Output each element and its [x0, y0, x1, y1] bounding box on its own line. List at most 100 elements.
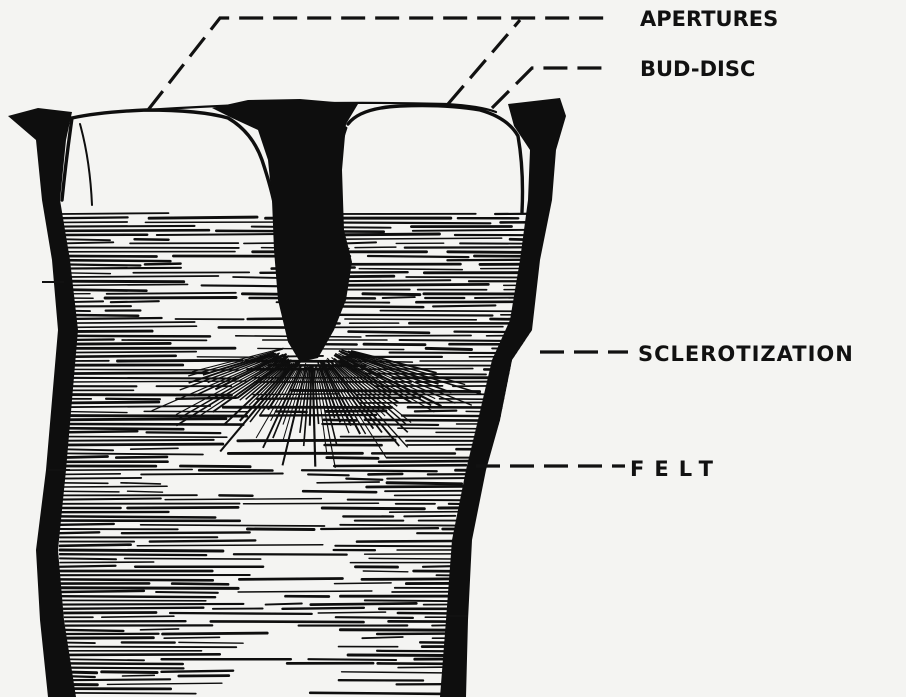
fibre-stroke [534, 437, 688, 438]
fibre-stroke [60, 483, 108, 484]
fibre-stroke [60, 453, 203, 454]
fibre-stroke [244, 503, 379, 504]
fibre-stroke [60, 419, 226, 420]
fibre-stroke [407, 445, 531, 446]
fibre-stroke [60, 276, 218, 277]
label-apertures: APERTURES [640, 7, 778, 31]
fibre-stroke [60, 554, 206, 555]
fibre-stroke [369, 474, 403, 475]
fibre-stroke [60, 444, 223, 445]
fibre-stroke [487, 335, 575, 336]
fibre-stroke [536, 395, 619, 396]
fibre-stroke [448, 252, 586, 253]
fibre-stroke [141, 525, 325, 526]
fibre-stroke [60, 663, 183, 664]
fibre-stroke [379, 461, 524, 462]
fibre-stroke [302, 470, 437, 471]
fibre-stroke [348, 500, 536, 501]
fibre-stroke [365, 554, 518, 555]
fibre-stroke [211, 621, 364, 622]
fibre-stroke [60, 693, 196, 694]
fibre-stroke [60, 217, 128, 218]
fibre-stroke [473, 537, 537, 538]
fibre-stroke [346, 242, 376, 243]
fibre-stroke [60, 604, 243, 605]
fibre-stroke [395, 588, 572, 589]
fibre-stroke [107, 683, 221, 684]
fibre-stroke [165, 499, 321, 500]
fibre-stroke [111, 301, 159, 302]
fibre-stroke [345, 319, 476, 320]
fibre-stroke [335, 583, 392, 584]
fibre-stroke [60, 406, 210, 407]
fibre-stroke [60, 322, 195, 323]
fibre-stroke [60, 402, 159, 403]
fibre-stroke [346, 479, 382, 480]
apertures-leader [148, 18, 608, 110]
fibre-stroke [311, 603, 417, 604]
fibre-stroke [474, 256, 608, 257]
fibre-stroke [363, 571, 408, 572]
fibre-stroke [60, 562, 154, 563]
fibre-stroke [179, 642, 243, 643]
fibre-stroke [60, 596, 215, 597]
fibre-stroke [456, 675, 574, 676]
fibre-stroke [387, 483, 462, 484]
fibre-stroke [531, 331, 691, 332]
fibre-stroke [362, 579, 529, 580]
fibre-stroke [520, 667, 620, 668]
fibre-stroke [141, 629, 179, 630]
fibre-stroke [387, 478, 476, 479]
fibre-stroke [322, 508, 424, 509]
fibre-stroke [378, 663, 566, 664]
fibre-stroke [520, 570, 642, 571]
fibre-stroke [60, 579, 213, 580]
fibre-stroke [355, 247, 396, 248]
fibre-stroke [60, 478, 141, 479]
fibre-stroke [60, 256, 157, 257]
fibre-stroke [123, 675, 155, 676]
fibre-stroke [339, 238, 502, 239]
fibre-stroke [163, 633, 268, 634]
fibre-stroke [122, 532, 250, 533]
fibre-stroke [534, 512, 583, 513]
fibre-stroke [362, 637, 403, 638]
fibre-stroke [60, 260, 170, 261]
right-outer-wall [440, 98, 566, 697]
fibre-stroke [149, 217, 257, 218]
fibre-stroke [150, 540, 256, 541]
fibre-stroke [131, 448, 178, 449]
fibre-stroke [60, 668, 184, 669]
fibre-stroke [317, 482, 379, 483]
fibre-stroke [327, 458, 378, 459]
fibre-stroke [60, 213, 169, 214]
fibre-stroke [60, 264, 140, 265]
fibre-stroke [172, 584, 228, 585]
fibre-stroke [60, 516, 215, 517]
fibre-stroke [342, 672, 442, 673]
fibre-stroke [60, 486, 167, 487]
fibre-stroke [239, 579, 342, 580]
fibre-stroke [510, 491, 588, 492]
fibre-stroke [60, 491, 119, 492]
felt-fibre-hatching [60, 213, 716, 694]
fibre-stroke [60, 449, 113, 450]
fibre-stroke [105, 298, 236, 299]
fibre-stroke [318, 327, 503, 328]
fibre-stroke [60, 395, 231, 396]
fibre-stroke [121, 483, 160, 484]
fibre-stroke [102, 672, 157, 673]
fibre-stroke [523, 323, 664, 324]
fibre-stroke [60, 239, 110, 240]
fibre-stroke [60, 268, 181, 269]
fibre-stroke [453, 385, 582, 386]
fibre-stroke [162, 671, 234, 672]
fibre-stroke [359, 269, 462, 270]
fibre-stroke [60, 566, 116, 567]
fibre-stroke [530, 327, 668, 328]
fibre-stroke [128, 507, 239, 508]
fibre-stroke [334, 465, 466, 466]
fibre-stroke [60, 230, 209, 231]
fibre-stroke [102, 616, 174, 617]
fibre-stroke [60, 326, 197, 327]
